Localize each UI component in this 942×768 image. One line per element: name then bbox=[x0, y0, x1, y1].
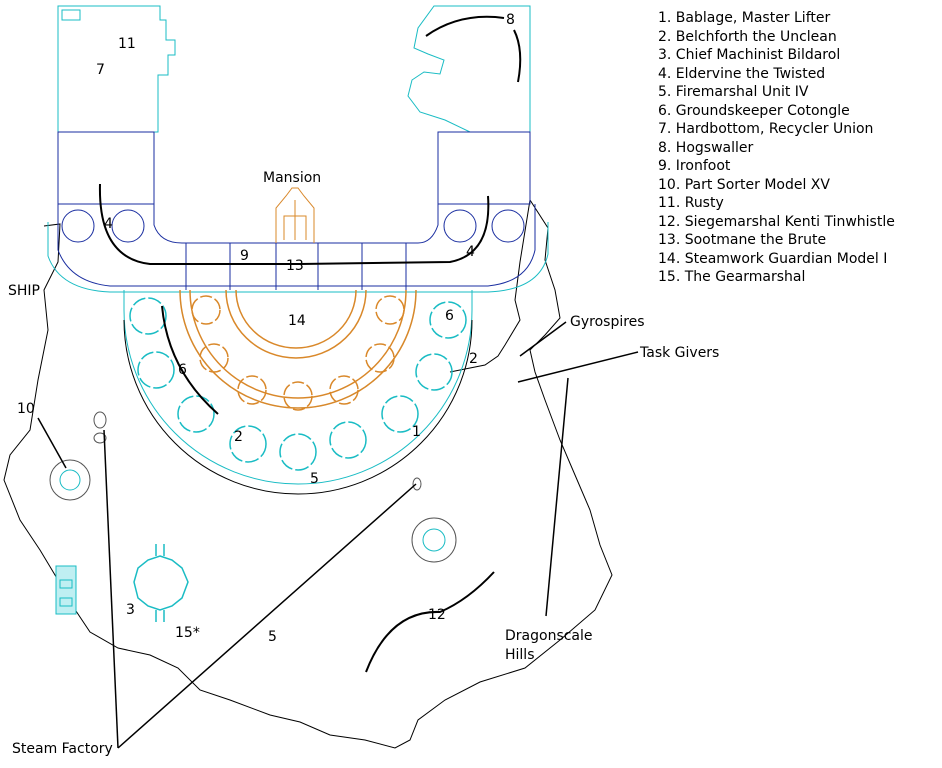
legend-item: 12. Siegemarshal Kenti Tinwhistle bbox=[658, 213, 895, 230]
marker-8: 8 bbox=[506, 12, 515, 28]
marker-6-right: 6 bbox=[445, 308, 454, 324]
marker-3: 3 bbox=[126, 602, 135, 618]
gearmarshal-cog bbox=[133, 544, 189, 622]
gear-platforms bbox=[49, 459, 457, 563]
marker-4-left: 4 bbox=[104, 216, 113, 232]
alcoves bbox=[129, 297, 467, 471]
legend-item: 7. Hardbottom, Recycler Union bbox=[658, 121, 874, 137]
steamwork-arena bbox=[179, 289, 417, 409]
marker-4-right: 4 bbox=[466, 244, 475, 260]
marker-5-bottom: 5 bbox=[268, 629, 277, 645]
legend-item: 1. Bablage, Master Lifter bbox=[658, 10, 831, 26]
legend-item: 14. Steamwork Guardian Model I bbox=[658, 250, 888, 267]
label-steam-factory: Steam Factory bbox=[12, 741, 113, 757]
legend-item: 11. Rusty bbox=[658, 195, 724, 211]
label-gyrospires: Gyrospires bbox=[570, 314, 645, 330]
legend-item: 5. Firemarshal Unit IV bbox=[658, 84, 809, 100]
legend-item: 4. Eldervine the Twisted bbox=[658, 65, 826, 82]
island-outline bbox=[3, 198, 613, 749]
marker-2-right: 2 bbox=[469, 351, 478, 367]
label-hills: Hills bbox=[505, 647, 535, 663]
legend-item: 6. Groundskeeper Cotongle bbox=[658, 102, 850, 119]
marker-12: 12 bbox=[428, 607, 446, 623]
npc-legend: 1. Bablage, Master Lifter 2. Belchforth … bbox=[658, 9, 895, 287]
label-ship: SHIP bbox=[8, 283, 40, 299]
legend-item: 3. Chief Machinist Bildarol bbox=[658, 47, 841, 63]
arena-alcoves bbox=[191, 295, 405, 411]
patrol-routes bbox=[98, 15, 522, 673]
legend-item: 10. Part Sorter Model XV bbox=[658, 176, 830, 193]
legend-item: 9. Ironfoot bbox=[658, 158, 731, 174]
marker-2-left: 2 bbox=[234, 429, 243, 445]
marker-11: 11 bbox=[118, 36, 136, 52]
mansion-entrance bbox=[275, 187, 315, 243]
marker-10: 10 bbox=[17, 401, 35, 417]
legend-item: 8. Hogswaller bbox=[658, 139, 754, 156]
marker-1: 1 bbox=[412, 424, 421, 440]
steam-factory-machine bbox=[55, 565, 77, 615]
marker-14: 14 bbox=[288, 313, 306, 329]
legend-item: 13. Sootmane the Brute bbox=[658, 232, 827, 248]
courtyard-wall bbox=[47, 5, 549, 293]
marker-15: 15* bbox=[175, 625, 200, 641]
legend-item: 2. Belchforth the Unclean bbox=[658, 28, 837, 45]
label-task-givers: Task Givers bbox=[639, 345, 719, 361]
small-markers bbox=[93, 411, 422, 491]
marker-13: 13 bbox=[286, 258, 304, 274]
marker-6-left: 6 bbox=[178, 362, 187, 378]
pointer-lines bbox=[37, 321, 639, 749]
marker-7: 7 bbox=[96, 62, 105, 78]
marker-5-top: 5 bbox=[310, 471, 319, 487]
label-mansion: Mansion bbox=[263, 170, 321, 186]
marker-9: 9 bbox=[240, 248, 249, 264]
legend-item: 15. The Gearmarshal bbox=[658, 269, 806, 285]
label-dragonscale: Dragonscale bbox=[505, 628, 593, 644]
